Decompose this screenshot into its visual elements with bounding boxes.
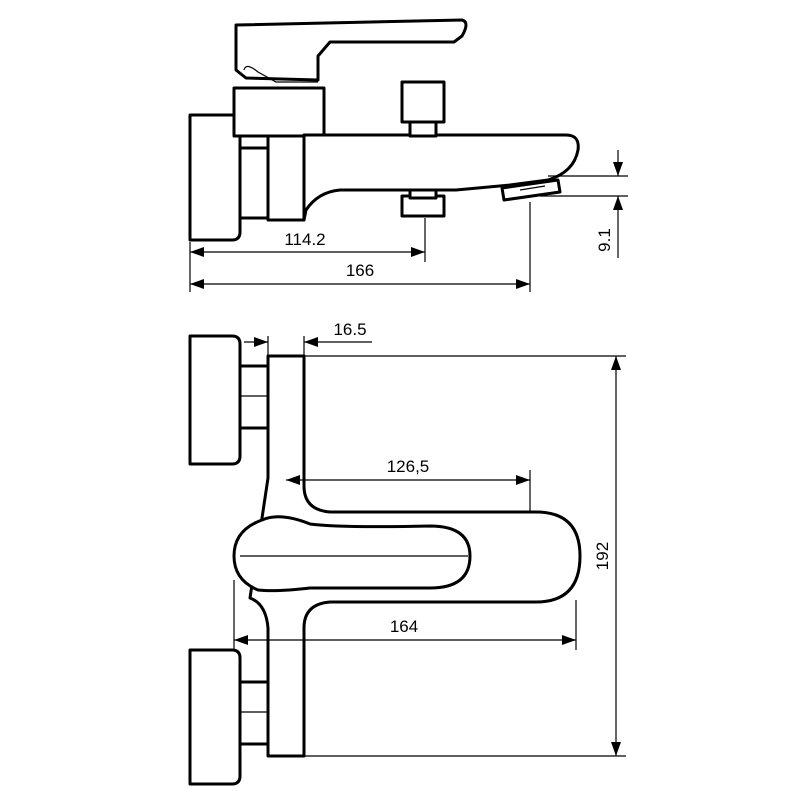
arrow-head: [516, 475, 530, 485]
side-lever-handle: [234, 18, 468, 82]
arrow-head: [613, 162, 623, 176]
side-handle-base: [232, 86, 326, 138]
side-connector: [238, 146, 270, 220]
dim-label-wall-clearance: 16.5: [333, 320, 366, 339]
arrow-head: [411, 247, 425, 257]
top-upper-wall-flange: [188, 334, 242, 466]
top-upper-connector: [238, 364, 270, 430]
side-aerator: [500, 178, 562, 202]
arrow-head: [254, 337, 268, 347]
side-body-block: [266, 133, 306, 222]
dim-label-total-width: 192: [593, 542, 612, 570]
arrow-head: [304, 337, 318, 347]
side-lever-joint: [243, 65, 318, 83]
side-aerator-slot: [519, 185, 546, 191]
arrow-head: [562, 635, 576, 645]
side-diverter-stem: [408, 120, 438, 138]
arrow-head: [611, 356, 621, 370]
top-lever-handle: [232, 515, 472, 593]
arrow-head: [234, 635, 248, 645]
arrow-head: [611, 742, 621, 756]
dim-label-handle-center: 126,5: [387, 457, 430, 476]
side-spout-body: [302, 133, 580, 222]
dim-label-total-length: 166: [346, 261, 374, 280]
side-view: 114.2 166 9.1: [188, 18, 628, 292]
top-view: 16.5 192 126,5 164: [188, 320, 626, 786]
side-diverter-knob: [400, 80, 446, 124]
dim-label-spout-axis: 114.2: [284, 230, 325, 249]
top-lower-connector: [238, 680, 270, 746]
dim-label-handle-length: 164: [390, 617, 418, 636]
arrow-head: [286, 475, 300, 485]
arrow-head: [516, 279, 530, 289]
arrow-head: [190, 247, 204, 257]
arrow-head: [190, 279, 204, 289]
side-outlet-neck: [408, 188, 438, 200]
arrow-head: [613, 196, 623, 210]
top-lower-wall-flange: [188, 648, 242, 786]
dim-label-outlet-height: 9.1: [595, 228, 614, 252]
